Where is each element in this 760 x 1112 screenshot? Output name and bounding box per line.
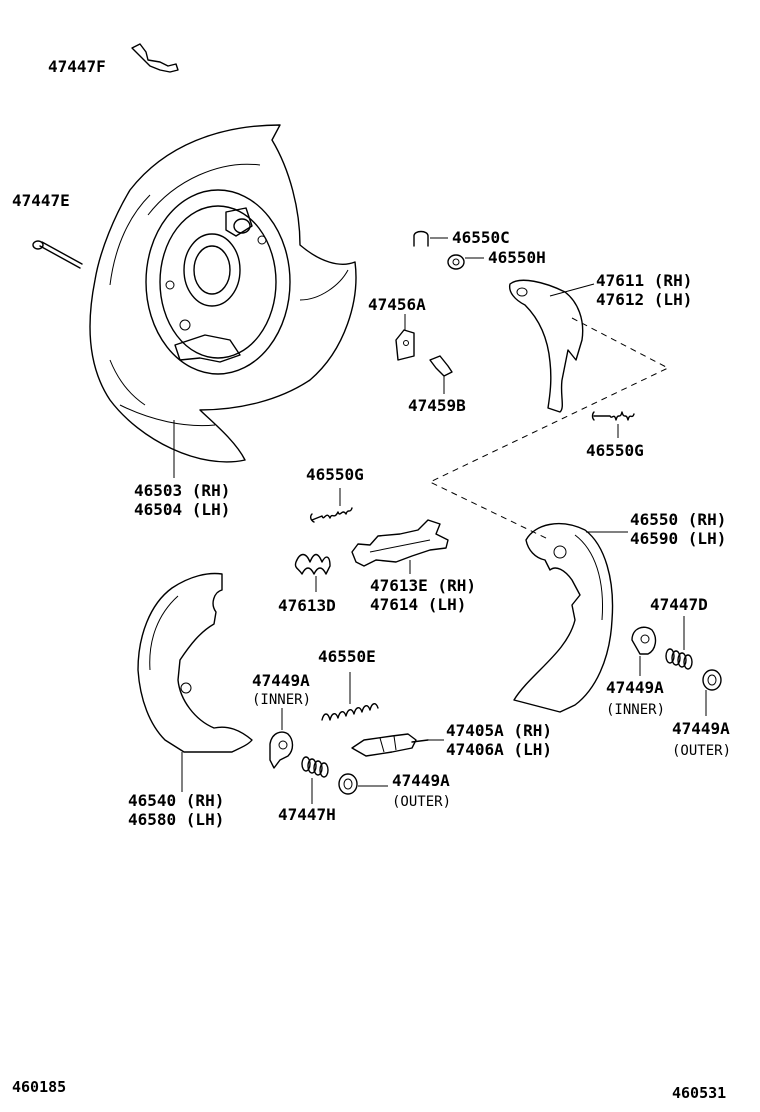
label-47613D: 47613D: [278, 596, 336, 615]
label-46550E: 46550E: [318, 647, 376, 666]
label-47447D: 47447D: [650, 595, 708, 614]
part-strut: [351, 519, 449, 574]
part-46550G-middle: [309, 488, 353, 523]
part-46550C: [413, 230, 448, 247]
part-46550G-right: [591, 411, 635, 438]
label-46550: 46550 (RH): [630, 510, 726, 529]
part-47459B: [429, 355, 453, 394]
label-47459B: 47459B: [408, 396, 466, 415]
part-47449A-inner-left: [269, 708, 294, 769]
part-47456A: [395, 314, 415, 361]
part-47449A-inner-right: [631, 626, 657, 676]
label-inner-right: (INNER): [606, 702, 665, 718]
label-outer-right: (OUTER): [672, 743, 731, 759]
label-46550G-middle: 46550G: [306, 465, 364, 484]
part-47449A-outer-right: [702, 669, 722, 716]
label-47456A: 47456A: [368, 295, 426, 314]
label-47613E: 47613E (RH): [370, 576, 476, 595]
label-47611: 47611 (RH): [596, 271, 692, 290]
label-47405A: 47405A (RH): [446, 721, 552, 740]
part-47449A-outer-bottom: [338, 773, 388, 795]
label-46540: 46540 (RH): [128, 791, 224, 810]
label-47614: 47614 (LH): [370, 595, 466, 614]
label-47406A: 47406A (LH): [446, 740, 552, 759]
label-47449A-inner-right: 47449A: [606, 678, 664, 697]
part-47447F: [131, 43, 179, 73]
label-47449A-inner-left: 47449A: [252, 671, 310, 690]
label-46504: 46504 (LH): [134, 500, 230, 519]
part-parking-shoe-right: [513, 523, 628, 713]
label-46550G-right: 46550G: [586, 441, 644, 460]
label-47449A-outer-bottom: 47449A: [392, 771, 450, 790]
label-outer-bottom: (OUTER): [392, 794, 451, 810]
label-47612: 47612 (LH): [596, 290, 692, 309]
label-47449A-outer-right: 47449A: [672, 719, 730, 738]
label-46550C: 46550C: [452, 228, 510, 247]
diagram-code-right: 460531: [672, 1084, 726, 1102]
label-46550H: 46550H: [488, 248, 546, 267]
part-47447H: [301, 756, 329, 804]
part-46550H: [447, 254, 484, 270]
label-47447E: 47447E: [12, 191, 70, 210]
label-46590: 46590 (LH): [630, 529, 726, 548]
part-parking-shoe-upper: [508, 279, 595, 413]
label-46503: 46503 (RH): [134, 481, 230, 500]
part-47447E: [32, 240, 83, 269]
part-46550E: [321, 672, 379, 721]
part-47447D: [665, 616, 693, 670]
label-47447H: 47447H: [278, 805, 336, 824]
label-inner-left: (INNER): [252, 692, 311, 708]
label-47447F: 47447F: [48, 57, 106, 76]
label-46580: 46580 (LH): [128, 810, 224, 829]
part-shoe-left: [137, 572, 253, 792]
part-backing-plate: [89, 124, 357, 478]
part-adjuster: [351, 733, 444, 757]
part-47613D: [294, 553, 331, 592]
diagram-code-left: 460185: [12, 1078, 66, 1096]
